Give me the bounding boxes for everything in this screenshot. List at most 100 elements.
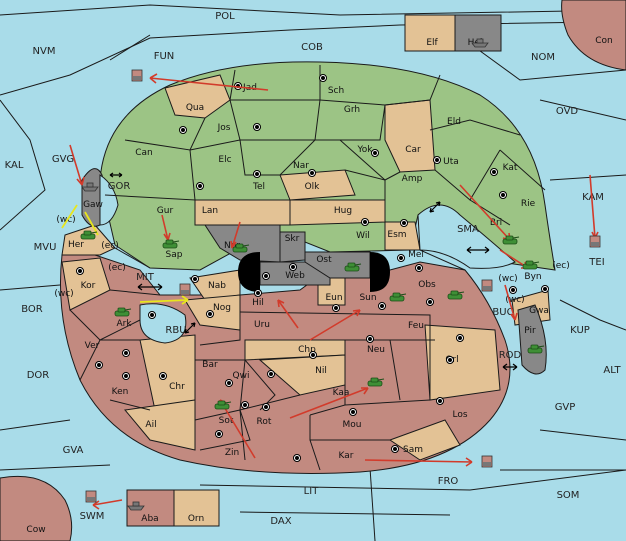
province-label-orn: Orn <box>188 514 204 524</box>
supply-center-marker <box>179 126 187 134</box>
lake-west <box>238 252 260 292</box>
army-unit-icon-ost[interactable] <box>344 262 362 272</box>
supply-center-marker <box>262 403 270 411</box>
army-unit-icon-ark[interactable] <box>114 307 132 317</box>
sea-label-kal: KAL <box>5 160 24 171</box>
sea-label-kup: KUP <box>570 325 590 336</box>
province-label-neu: Neu <box>367 345 385 355</box>
army-unit-icon-kaa[interactable] <box>367 377 385 387</box>
province-label-byn: Byn <box>524 272 541 282</box>
province-label-kaa: Kaa <box>333 388 350 398</box>
fleet-unit-icon-hel[interactable] <box>471 38 489 48</box>
province-label-sch: Sch <box>328 86 344 96</box>
supply-center-marker <box>122 372 130 380</box>
sea-borders <box>0 4 626 541</box>
province-con[interactable] <box>561 0 626 71</box>
fleet-unit-icon-aba[interactable] <box>127 501 145 511</box>
province-label-olk: Olk <box>305 182 321 192</box>
army-unit-icon-sot[interactable] <box>214 400 232 410</box>
province-label-mou: Mou <box>343 420 362 430</box>
supply-center-marker <box>456 334 464 342</box>
province-label-eld: Eld <box>447 117 461 127</box>
province-label-sam: Sam <box>403 445 423 455</box>
sea-label-bor: BOR <box>21 304 43 315</box>
sea-label-gva: GVA <box>63 445 84 456</box>
supply-center-marker <box>541 285 549 293</box>
lake-east <box>370 252 390 292</box>
sea-label-kam: KAM <box>582 192 604 203</box>
supply-center-marker <box>241 401 249 409</box>
coast-tag-ec3: (ec) <box>552 261 570 271</box>
sea-label-fro: FRO <box>438 476 459 487</box>
province-label-elf: Elf <box>426 38 438 48</box>
province-label-sun: Sun <box>359 293 376 303</box>
province-label-elc: Elc <box>218 155 231 165</box>
army-unit-icon-byn[interactable] <box>522 260 540 270</box>
province-sam[interactable] <box>388 419 461 461</box>
army-unit-icon-gur[interactable] <box>162 239 180 249</box>
province-label-lan: Lan <box>202 206 218 216</box>
sea-label-nom: NOM <box>531 52 555 63</box>
province-label-uta: Uta <box>443 157 459 167</box>
supply-center-marker <box>361 218 369 226</box>
province-label-can: Can <box>135 148 153 158</box>
sea-label-swm: SWM <box>80 511 105 522</box>
province-label-ost: Ost <box>316 255 332 265</box>
army-unit-icon-pir[interactable] <box>527 344 545 354</box>
army-unit-icon-her[interactable] <box>80 230 98 240</box>
province-label-web: Web <box>285 271 305 281</box>
province-her[interactable] <box>61 224 116 256</box>
province-label-sap: Sap <box>166 250 183 260</box>
supply-center-marker <box>253 123 261 131</box>
supply-center-marker <box>191 275 199 283</box>
supply-center-marker <box>293 454 301 462</box>
province-label-kor: Kor <box>81 281 96 291</box>
supply-center-marker <box>499 191 507 199</box>
supply-center-marker <box>308 169 316 177</box>
supply-center-marker <box>397 254 405 262</box>
destination-marker-icon <box>85 490 97 503</box>
province-pir[interactable] <box>517 304 547 375</box>
destination-marker-icon <box>481 455 493 468</box>
supply-center-marker <box>289 263 297 271</box>
supply-center-marker <box>95 361 103 369</box>
province-olk[interactable] <box>279 169 356 201</box>
province-label-chp: Chp <box>298 345 316 355</box>
sea-label-mvu: MVU <box>34 242 57 253</box>
province-label-jos: Jos <box>217 123 231 133</box>
province-orn[interactable] <box>173 489 220 527</box>
province-qua[interactable] <box>164 74 231 119</box>
sea-label-rbu: RBU <box>165 325 186 336</box>
sea-label-gvp: GVP <box>555 402 576 413</box>
province-label-grh: Grh <box>344 105 360 115</box>
province-label-uru: Uru <box>254 320 270 330</box>
supply-center-marker <box>436 397 444 405</box>
province-ail[interactable] <box>124 399 196 451</box>
province-orl[interactable] <box>424 324 501 401</box>
destination-marker-icon <box>481 279 493 292</box>
army-unit-icon-nor[interactable] <box>232 243 250 253</box>
destination-marker-icon <box>131 69 143 82</box>
sea-label-gor: GOR <box>108 181 131 192</box>
province-label-mel: Mel <box>408 250 424 260</box>
province-label-ail: Ail <box>145 420 156 430</box>
supply-center-marker <box>349 408 357 416</box>
sea-label-buc: BUC <box>492 307 513 318</box>
supply-center-marker <box>206 310 214 318</box>
army-unit-icon-sun[interactable] <box>389 292 407 302</box>
sea-label-pol: POL <box>215 11 235 22</box>
province-elf[interactable] <box>404 14 456 52</box>
province-label-qua: Qua <box>186 103 204 113</box>
passage-arrows <box>109 172 518 371</box>
province-ost[interactable] <box>304 251 371 279</box>
province-cow[interactable] <box>0 475 73 541</box>
province-label-amp: Amp <box>402 174 423 184</box>
army-unit-icon-obs[interactable] <box>447 290 465 300</box>
fleet-unit-icon-gaw[interactable] <box>81 182 99 192</box>
supply-center-marker <box>215 430 223 438</box>
province-label-tel: Tel <box>252 182 265 192</box>
army-unit-icon-bri[interactable] <box>502 235 520 245</box>
province-borders <box>69 65 546 471</box>
province-label-aba: Aba <box>141 514 158 524</box>
